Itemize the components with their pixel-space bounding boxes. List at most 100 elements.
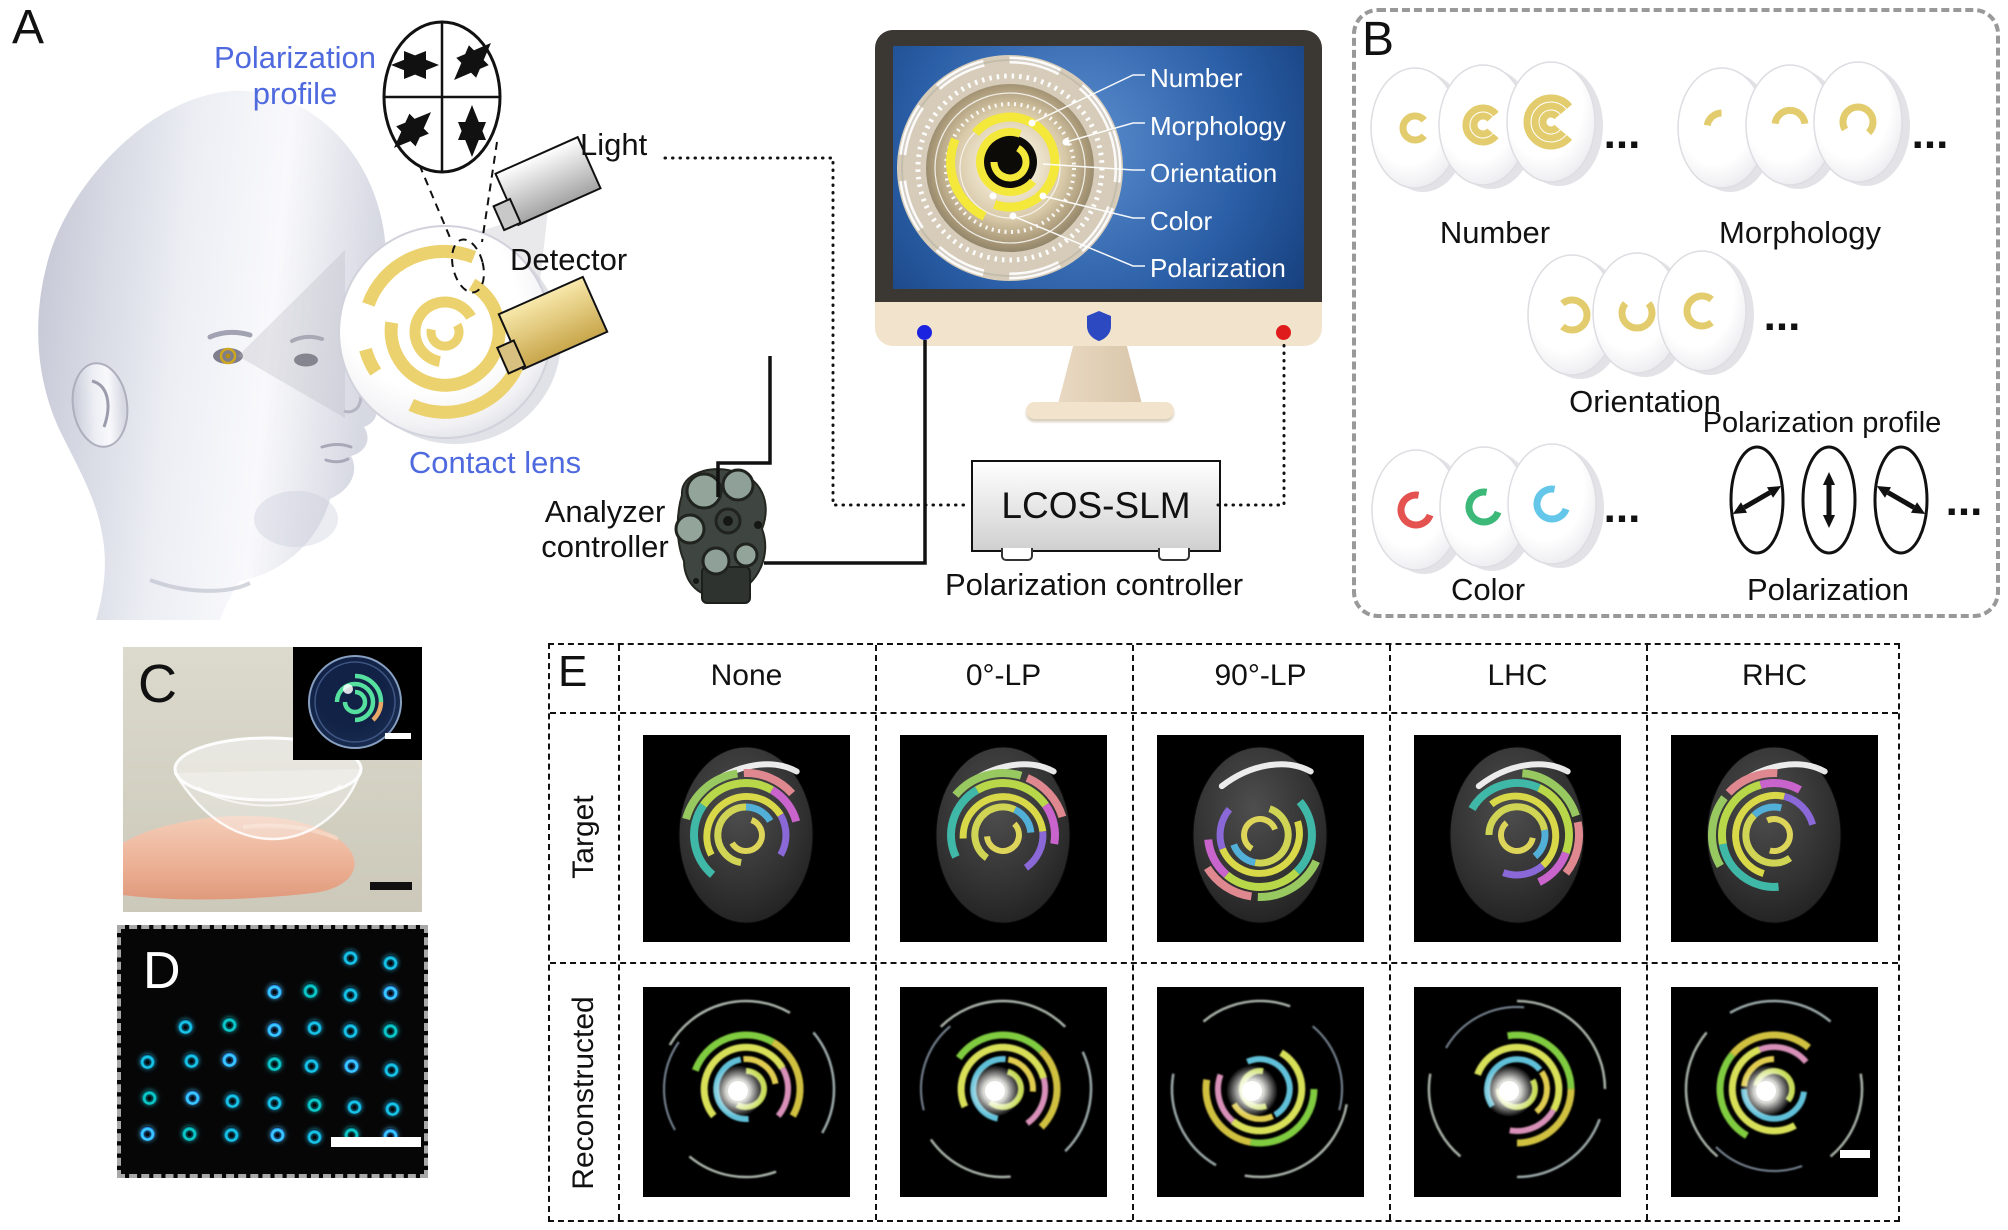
column-header-0°-LP: 0°-LP <box>965 659 1042 692</box>
focal-dot <box>267 984 282 999</box>
monitor-base <box>1026 402 1174 419</box>
screen-label-orientation: Orientation <box>1150 158 1278 188</box>
panel-e-label: E <box>558 647 588 696</box>
panel-d-label: D <box>143 942 181 1000</box>
target-image-None <box>643 735 850 942</box>
focal-dot <box>303 983 318 998</box>
focal-dot <box>383 985 398 1000</box>
column-header-90°-LP: 90°-LP <box>1214 659 1307 692</box>
table-line <box>1132 645 1134 1220</box>
panel-c-label: C <box>138 654 177 714</box>
svg-text:...: ... <box>1604 109 1641 158</box>
svg-text:...: ... <box>1946 476 1983 525</box>
table-line <box>875 645 877 1220</box>
column-header-LHC: LHC <box>1487 659 1548 692</box>
focal-dot <box>344 1058 359 1073</box>
panel-b-art: ...Number...Morphology...Orientation...C… <box>1370 61 1983 607</box>
svg-text:...: ... <box>1764 291 1801 340</box>
focal-dot <box>343 1023 358 1038</box>
row-label-reconstructed: Reconstructed <box>567 996 600 1190</box>
table-line <box>1389 645 1391 1220</box>
svg-text:Number: Number <box>1440 215 1550 250</box>
focal-dot <box>383 1023 398 1038</box>
svg-text:...: ... <box>1604 483 1641 532</box>
svg-text:Polarization: Polarization <box>1747 572 1909 607</box>
reconstructed-image-None <box>643 987 850 1197</box>
reconstructed-image-90°-LP <box>1157 987 1364 1197</box>
panel-b-box <box>1352 8 2000 618</box>
polarization-profile-label: Polarization profile <box>214 40 376 111</box>
focal-dot <box>304 1058 319 1073</box>
target-image-90°-LP <box>1157 735 1364 942</box>
target-image-LHC <box>1414 735 1621 942</box>
monitor-stand <box>1058 346 1142 404</box>
focal-dot <box>182 1126 197 1141</box>
focal-dot <box>185 1090 200 1105</box>
focal-dot <box>140 1126 155 1141</box>
focal-dot <box>347 1099 362 1114</box>
svg-text:...: ... <box>1912 109 1949 158</box>
svg-text:Morphology: Morphology <box>1719 215 1881 250</box>
table-line <box>618 645 620 1220</box>
focal-dot <box>270 1127 285 1142</box>
focal-dot <box>307 1097 322 1112</box>
dot-array <box>121 929 424 1174</box>
target-image-RHC <box>1671 735 1878 942</box>
column-header-None: None <box>710 659 783 692</box>
screen-label-color: Color <box>1150 206 1213 236</box>
focal-dot <box>343 950 358 965</box>
panel-d-photo: D <box>117 925 428 1178</box>
focal-dot <box>142 1090 157 1105</box>
focal-dot <box>267 1095 282 1110</box>
svg-text:Color: Color <box>1451 572 1525 607</box>
lcos-slm-box: LCOS-SLM <box>971 460 1221 552</box>
reconstructed-image-RHC <box>1671 987 1878 1197</box>
screen-label-morphology: Morphology <box>1150 111 1286 141</box>
focal-dot <box>267 1056 282 1071</box>
focal-dot <box>267 1022 282 1037</box>
focal-dot <box>307 1020 322 1035</box>
table-line <box>1646 645 1648 1220</box>
target-image-0°-LP <box>900 735 1107 942</box>
focal-dot <box>383 955 398 970</box>
reconstructed-image-0°-LP <box>900 987 1107 1197</box>
panel-c-photo: C <box>123 647 422 912</box>
scale-bar <box>331 1137 421 1147</box>
polarization-controller-label: Polarization controller <box>944 567 1244 602</box>
focal-dot <box>307 1129 322 1144</box>
focal-dot <box>384 1062 399 1077</box>
svg-text:Polarization profile: Polarization profile <box>1703 407 1942 439</box>
detector-label: Detector <box>510 242 628 277</box>
mannequin-head <box>38 90 387 620</box>
column-header-RHC: RHC <box>1742 659 1807 692</box>
focal-dot <box>343 987 358 1002</box>
panel-b-label: B <box>1362 13 1395 66</box>
panel-e-table: E None 0°-LP 90°-LP LHC RHC Target Reconstru… <box>548 643 1900 1222</box>
focal-dot <box>140 1054 155 1069</box>
focal-dot <box>225 1093 240 1108</box>
lcos-foot <box>1001 548 1033 561</box>
focal-dot <box>222 1052 237 1067</box>
focal-dot <box>222 1017 237 1032</box>
contact-lens-disc <box>338 225 561 444</box>
screen-label-number: Number <box>1150 63 1243 93</box>
blue-port-dot <box>917 325 932 340</box>
lens-inset-photo <box>293 647 422 760</box>
light-label: Light <box>580 127 648 162</box>
analyzer-controller-label: Analyzer controller <box>541 494 669 564</box>
focal-dot <box>224 1127 239 1142</box>
lcos-slm-label: LCOS-SLM <box>1001 485 1191 526</box>
table-line <box>550 712 1898 714</box>
screen-label-polarization: Polarization <box>1150 253 1286 283</box>
contact-lens-label: Contact lens <box>408 445 582 480</box>
row-label-target: Target <box>567 795 600 879</box>
reconstructed-image-LHC <box>1414 987 1621 1197</box>
focal-dot <box>184 1053 199 1068</box>
table-line <box>550 962 1898 964</box>
lcos-foot <box>1158 548 1190 561</box>
panel-a-label: A <box>12 1 45 54</box>
focal-dot <box>385 1101 400 1116</box>
shield-logo-icon <box>1087 311 1111 341</box>
focal-dot <box>178 1019 193 1034</box>
